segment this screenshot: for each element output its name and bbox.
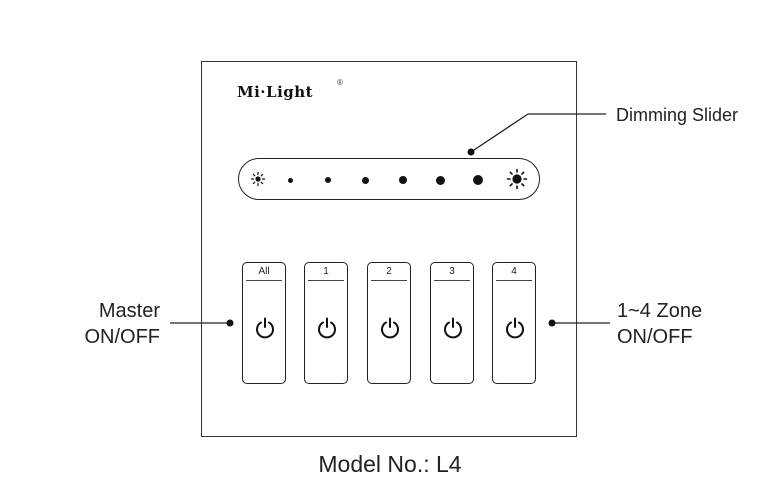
slider-step-dot[interactable] [473, 175, 483, 185]
zone-callout: 1~4 Zone ON/OFF [617, 298, 702, 350]
label-divider [434, 280, 470, 281]
slider-step-dot[interactable] [362, 177, 369, 184]
zone-4-power-button[interactable]: 4 [492, 262, 536, 384]
button-label: 1 [323, 266, 329, 277]
master-callout-line1: Master [98, 300, 160, 322]
label-divider [246, 280, 282, 281]
slider-step-dot[interactable] [288, 178, 293, 183]
power-icon [318, 317, 336, 339]
button-label: 2 [386, 266, 392, 277]
zone-1-power-button[interactable]: 1 [304, 262, 348, 384]
dimming-slider[interactable] [238, 158, 540, 200]
slider-step-dot[interactable] [399, 176, 407, 184]
zone-callout-line1: 1~4 Zone [617, 300, 703, 322]
brightness-low-icon [250, 171, 266, 187]
zone-3-power-button[interactable]: 3 [430, 262, 474, 384]
power-icon [444, 317, 462, 339]
master-callout-line2: ON/OFF [84, 326, 160, 348]
model-number: Model No.: L4 [318, 451, 462, 477]
power-icon [506, 317, 524, 339]
zone-2-power-button[interactable]: 2 [367, 262, 411, 384]
button-label: All [258, 266, 270, 277]
brightness-high-icon [506, 168, 528, 190]
registered-mark: ® [337, 78, 343, 87]
dimming-slider-label: Dimming Slider [616, 105, 739, 125]
master-power-button[interactable]: All [242, 262, 286, 384]
brand-logo: Mi·Light [237, 83, 314, 101]
slider-step-dot[interactable] [325, 177, 331, 183]
label-divider [496, 280, 532, 281]
button-label: 3 [449, 266, 455, 277]
power-icon [381, 317, 399, 339]
slider-step-dot[interactable] [436, 176, 445, 185]
power-icon [256, 317, 274, 339]
zone-callout-line2: ON/OFF [617, 326, 693, 348]
master-callout: Master ON/OFF [72, 298, 160, 350]
button-label: 4 [511, 266, 517, 277]
label-divider [308, 280, 344, 281]
label-divider [371, 280, 407, 281]
